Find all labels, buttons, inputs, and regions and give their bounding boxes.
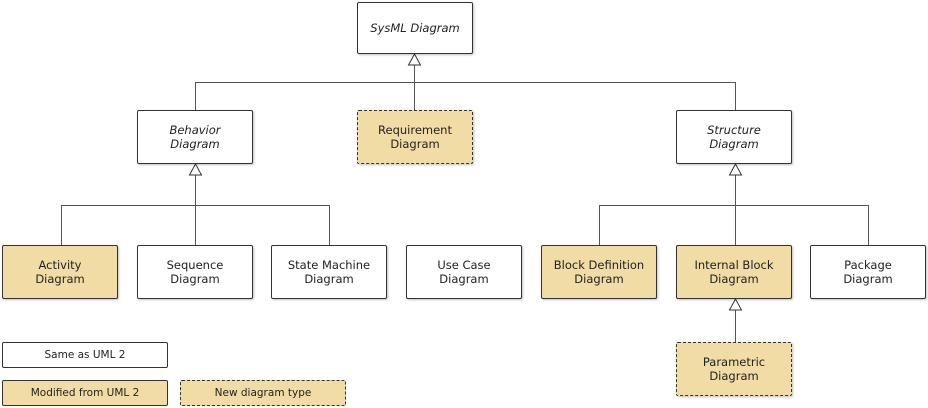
node-label: State Machine Diagram <box>287 258 371 286</box>
legend-label: Same as UML 2 <box>44 349 126 361</box>
node-state-machine-diagram: State Machine Diagram <box>271 245 387 299</box>
legend-modified-from-uml2: Modified from UML 2 <box>2 380 168 406</box>
node-label: Block Definition Diagram <box>553 258 645 286</box>
node-label: SysML Diagram <box>370 21 460 35</box>
node-label: Requirement Diagram <box>378 123 452 151</box>
generalization-arrowhead-ibd <box>728 297 743 311</box>
node-label: Package Diagram <box>843 258 893 286</box>
node-block-definition-diagram: Block Definition Diagram <box>541 245 657 299</box>
node-label: Parametric Diagram <box>702 355 766 383</box>
node-parametric-diagram: Parametric Diagram <box>676 342 792 396</box>
generalization-arrowhead-sysml <box>407 52 422 66</box>
node-label: Sequence Diagram <box>166 258 224 286</box>
node-structure-diagram: Structure Diagram <box>676 110 792 164</box>
node-label: Activity Diagram <box>35 258 85 286</box>
legend-new-diagram-type: New diagram type <box>180 380 346 406</box>
node-use-case-diagram: Use Case Diagram <box>406 245 522 299</box>
node-sequence-diagram: Sequence Diagram <box>137 245 253 299</box>
connector-behavior-to-sysml <box>195 82 736 110</box>
node-package-diagram: Package Diagram <box>810 245 926 299</box>
node-behavior-diagram: Behavior Diagram <box>137 110 253 164</box>
node-label: Use Case Diagram <box>437 258 491 286</box>
node-label: Internal Block Diagram <box>694 258 774 286</box>
node-internal-block-diagram: Internal Block Diagram <box>676 245 792 299</box>
node-label: Behavior Diagram <box>169 123 221 151</box>
generalization-arrowhead-behavior <box>188 162 203 176</box>
generalization-arrowhead-structure <box>728 162 743 176</box>
node-sysml-diagram: SysML Diagram <box>357 2 473 54</box>
node-requirement-diagram: Requirement Diagram <box>357 110 473 164</box>
node-label: Structure Diagram <box>707 123 761 151</box>
legend-label: New diagram type <box>214 387 312 399</box>
legend-same-as-uml2: Same as UML 2 <box>2 342 168 368</box>
legend-label: Modified from UML 2 <box>30 387 140 399</box>
connector-structure-children <box>599 205 869 245</box>
node-activity-diagram: Activity Diagram <box>2 245 118 299</box>
